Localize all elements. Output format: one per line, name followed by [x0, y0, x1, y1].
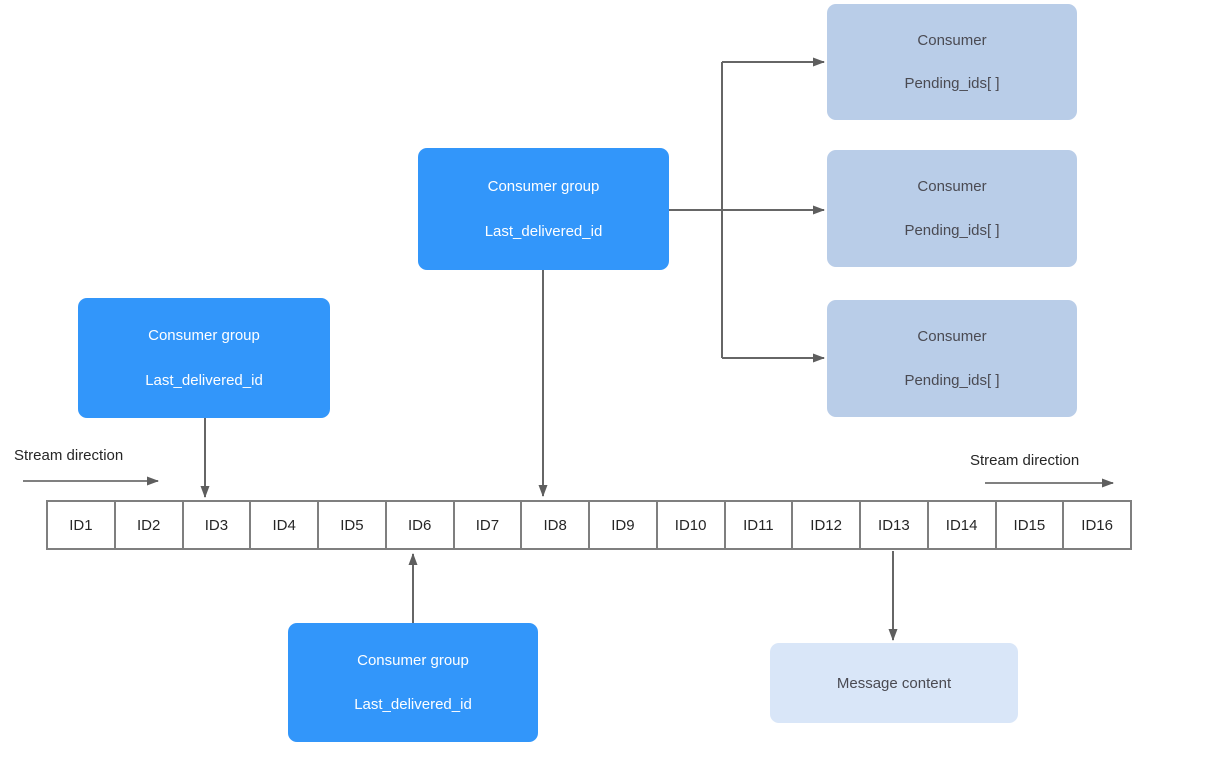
connector-main-group-trunk: [669, 62, 723, 358]
stream-cell-id16: ID16: [1062, 500, 1132, 550]
message-content-label: Message content: [836, 674, 952, 692]
consumer-group-box-bottom: Consumer group Last_delivered_id: [288, 623, 538, 742]
stream-id-row: ID1 ID2 ID3 ID4 ID5 ID6 ID7 ID8 ID9 ID10…: [46, 500, 1132, 550]
stream-cell-id1: ID1: [46, 500, 116, 550]
consumer-1-pending-ids: Pending_ids[ ]: [904, 75, 1000, 93]
stream-cell-id7: ID7: [452, 500, 523, 550]
consumer-group-left-title: Consumer group: [148, 327, 260, 344]
stream-cell-id12: ID12: [791, 500, 861, 550]
stream-cell-id10: ID10: [655, 500, 726, 550]
message-content-box: Message content: [770, 643, 1018, 723]
stream-cell-id6: ID6: [384, 500, 455, 550]
stream-cell-id8: ID8: [520, 500, 590, 550]
consumer-2-pending-ids: Pending_ids[ ]: [904, 222, 1000, 239]
stream-direction-label-left: Stream direction: [14, 447, 124, 464]
consumer-group-bottom-title: Consumer group: [357, 651, 469, 669]
consumer-3-pending-ids: Pending_ids[ ]: [904, 372, 1000, 389]
consumer-box-3: Consumer Pending_ids[ ]: [827, 300, 1077, 417]
stream-cell-id11: ID11: [723, 500, 794, 550]
consumer-group-main-title: Consumer group: [487, 177, 600, 195]
stream-cell-id3: ID3: [181, 500, 252, 550]
consumer-group-box-main: Consumer group Last_delivered_id: [418, 148, 669, 270]
stream-cell-id2: ID2: [113, 500, 184, 550]
stream-cell-id14: ID14: [926, 500, 997, 550]
consumer-group-box-left: Consumer group Last_delivered_id: [78, 298, 330, 418]
stream-cell-id13: ID13: [859, 500, 929, 550]
consumer-group-left-last-delivered-id: Last_delivered_id: [145, 372, 263, 389]
stream-cell-id4: ID4: [249, 500, 319, 550]
consumer-2-title: Consumer: [917, 178, 987, 195]
stream-cell-id5: ID5: [317, 500, 387, 550]
consumer-box-2: Consumer Pending_ids[ ]: [827, 150, 1077, 267]
stream-cell-id15: ID15: [994, 500, 1065, 550]
consumer-group-bottom-last-delivered-id: Last_delivered_id: [354, 696, 472, 714]
consumer-box-1: Consumer Pending_ids[ ]: [827, 4, 1077, 120]
stream-direction-label-right: Stream direction: [970, 452, 1080, 469]
consumer-group-main-last-delivered-id: Last_delivered_id: [484, 223, 603, 241]
stream-cell-id9: ID9: [588, 500, 658, 550]
consumer-1-title: Consumer: [917, 31, 987, 49]
consumer-3-title: Consumer: [917, 328, 987, 345]
